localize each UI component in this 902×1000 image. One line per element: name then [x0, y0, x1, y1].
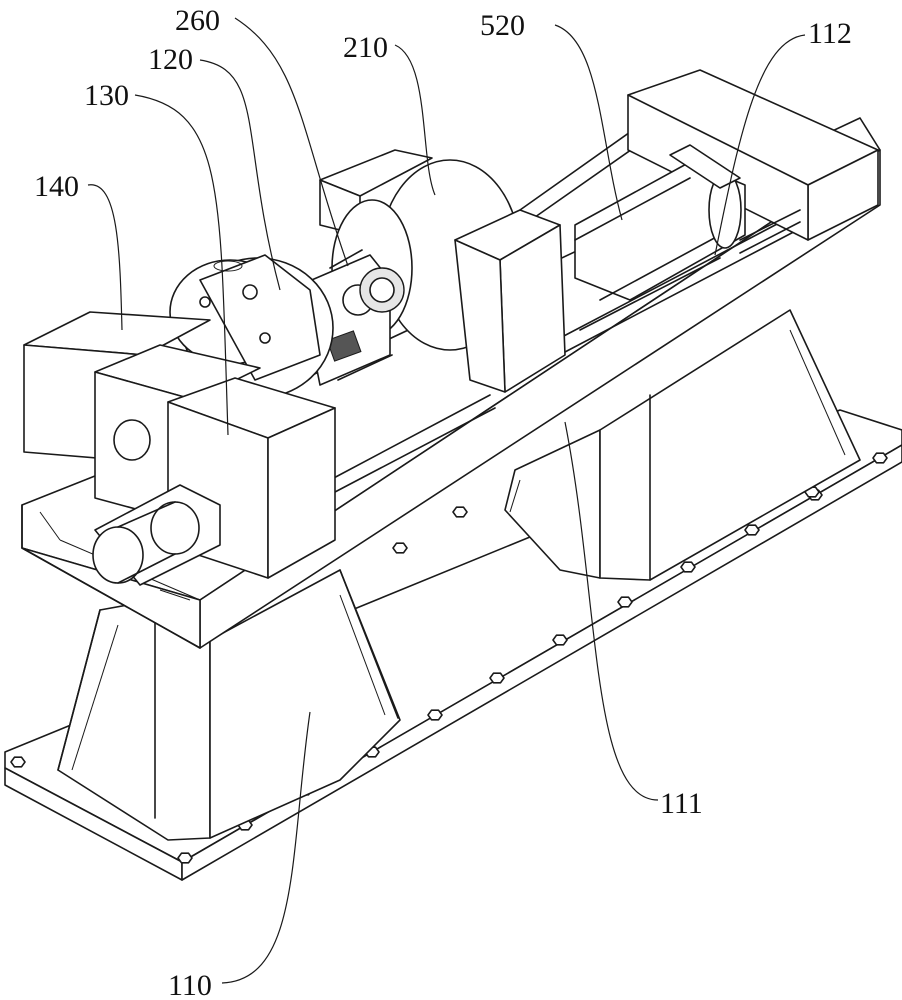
bolt-head [10, 756, 26, 768]
bolt-head [872, 452, 888, 464]
guide-rails [329, 124, 806, 493]
leader-260 [234, 17, 349, 267]
bolt-head [489, 672, 505, 684]
leader-210 [394, 44, 436, 196]
leader-111 [564, 421, 659, 801]
label-260: 260 [175, 4, 220, 37]
leader-lines [87, 17, 806, 984]
bolt-head [427, 709, 443, 721]
shaft-outlet [92, 484, 221, 586]
leader-130 [134, 94, 229, 436]
label-210: 210 [343, 31, 388, 64]
right-pedestal [504, 309, 861, 581]
bolt-head [680, 561, 696, 573]
bolt-head [452, 506, 468, 518]
bolt-head [552, 634, 568, 646]
leader-112 [714, 34, 806, 256]
label-120: 120 [148, 43, 193, 76]
label-110: 110 [168, 969, 212, 1000]
leader-520 [554, 24, 623, 221]
callouts: 260 210 520 112 120 130 140 111 110 [34, 4, 852, 1000]
hydraulic-cylinder [574, 144, 746, 301]
label-130: 130 [84, 79, 129, 112]
leader-120 [199, 59, 281, 291]
bolt-head [744, 524, 760, 536]
bolt-head [617, 596, 633, 608]
bolt-head [177, 852, 193, 864]
label-520: 520 [480, 9, 525, 42]
left-pedestal [57, 569, 401, 841]
label-111: 111 [660, 787, 703, 820]
bolt-head [392, 542, 408, 554]
leader-110 [221, 711, 311, 984]
label-140: 140 [34, 170, 79, 203]
leader-140 [87, 184, 123, 331]
label-112: 112 [808, 17, 852, 50]
piston-rods [579, 209, 801, 331]
